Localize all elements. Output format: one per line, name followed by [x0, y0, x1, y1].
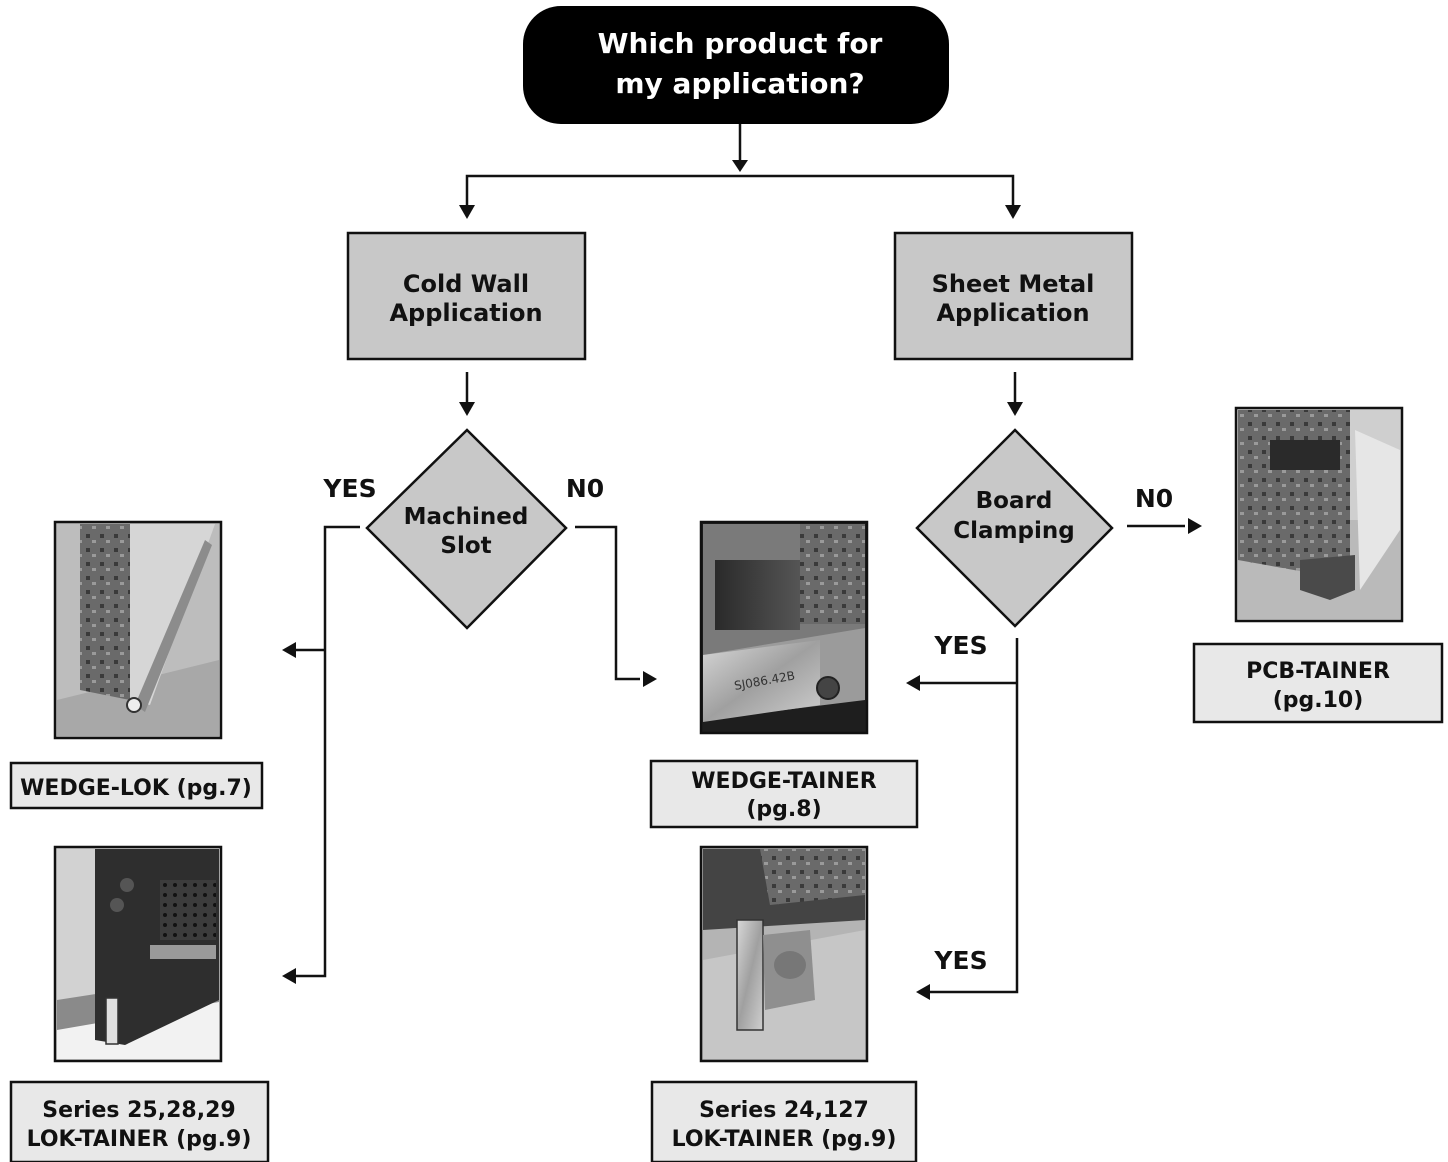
- connector-sheet-yes: [930, 638, 1019, 994]
- start-line-1: Which product for: [598, 27, 883, 60]
- arrow-pcbtainer: [1188, 518, 1202, 534]
- pcb-tainer-label-line-1: PCB-TAINER: [1246, 659, 1390, 684]
- pcb-tainer-label-line-2: (pg.10): [1273, 688, 1364, 713]
- wedge-tainer-label-line-2: (pg.8): [746, 797, 821, 822]
- sheet-yes-label-1: YES: [933, 631, 987, 660]
- series-24-label: Series 24,127 LOK-TAINER (pg.9): [650, 1080, 918, 1162]
- series-24-label-line-1: Series 24,127: [699, 1098, 869, 1123]
- arrow-sheet: [1005, 205, 1021, 219]
- sheet-no-label: N0: [1135, 484, 1173, 513]
- series-25-label: Series 25,28,29 LOK-TAINER (pg.9): [9, 1080, 270, 1162]
- series-24-label-line-2: LOK-TAINER (pg.9): [672, 1127, 897, 1152]
- series-25-label-line-1: Series 25,28,29: [42, 1098, 235, 1123]
- machined-slot-line-2: Slot: [440, 533, 491, 559]
- pcb-tainer-label: PCB-TAINER (pg.10): [1192, 642, 1444, 724]
- arrowheads: [282, 160, 1202, 1000]
- lok-tainer-25-photo: [53, 845, 223, 1063]
- cold-no-label: N0: [566, 474, 604, 503]
- start-node: Which product for my application?: [523, 6, 949, 124]
- connector-cold-no: [575, 525, 640, 681]
- connector-split: [465, 174, 1015, 207]
- series-25-label-line-2: LOK-TAINER (pg.9): [27, 1127, 252, 1152]
- wedge-tainer-label-line-1: WEDGE-TAINER: [691, 769, 876, 794]
- sheet-metal-line-1: Sheet Metal: [932, 270, 1095, 298]
- arrow-wedgetainer-no: [643, 671, 657, 687]
- machined-slot-line-1: Machined: [404, 504, 529, 530]
- cold-wall-box: Cold Wall Application: [346, 231, 587, 361]
- machined-slot-decision: Machined Slot: [365, 428, 568, 630]
- arrow-start: [732, 160, 748, 172]
- pcb-tainer-photo: [1234, 406, 1404, 623]
- cold-wall-line-2: Application: [389, 299, 542, 327]
- wedge-lok-photo: [53, 520, 223, 740]
- arrow-board: [1007, 402, 1023, 416]
- sheet-yes-label-2: YES: [933, 946, 987, 975]
- arrow-wedgelok: [282, 642, 296, 658]
- start-line-2: my application?: [615, 67, 864, 100]
- sheet-metal-box: Sheet Metal Application: [893, 231, 1134, 361]
- cold-yes-label: YES: [322, 474, 376, 503]
- wedge-lok-label: WEDGE-LOK (pg.7): [9, 761, 264, 810]
- arrow-cold: [459, 205, 475, 219]
- board-clamping-decision: Board Clamping: [915, 428, 1114, 628]
- arrow-wedgetainer-yes: [906, 675, 920, 691]
- arrow-series25: [282, 968, 296, 984]
- board-clamping-line-1: Board: [976, 488, 1053, 514]
- wedge-tainer-photo: SJ086.42B: [699, 520, 869, 735]
- branch-labels: YES N0 N0 YES YES: [322, 474, 1173, 975]
- connectors: [290, 124, 1185, 994]
- connector-cold-yes: [290, 525, 360, 978]
- arrow-machined: [459, 402, 475, 416]
- wedge-lok-label-text: WEDGE-LOK (pg.7): [20, 776, 252, 801]
- lok-tainer-24-photo: [699, 845, 869, 1063]
- board-clamping-line-2: Clamping: [953, 518, 1074, 544]
- sheet-metal-line-2: Application: [936, 299, 1089, 327]
- wedge-tainer-label: WEDGE-TAINER (pg.8): [649, 759, 919, 829]
- cold-wall-line-1: Cold Wall: [403, 270, 529, 298]
- arrow-series24: [916, 984, 930, 1000]
